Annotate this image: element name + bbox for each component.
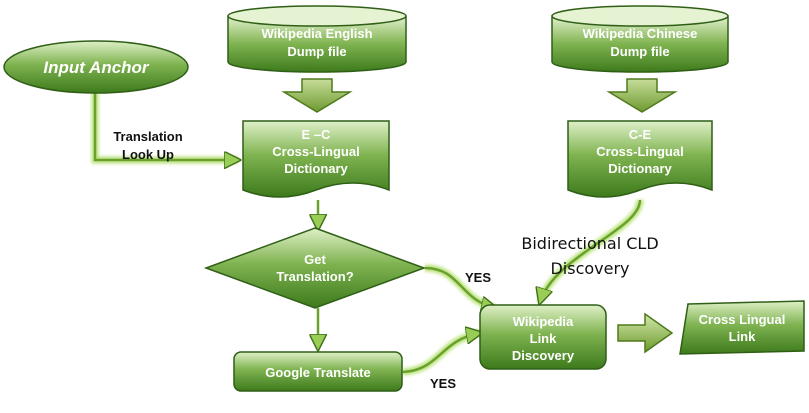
chinese-dump-label-line2: Dump file xyxy=(610,44,669,59)
block-arrow-to-cross-lingual-link xyxy=(617,312,674,354)
chinese-dump-label-line1: Wikipedia Chinese xyxy=(583,26,698,41)
connector-ce-dictionary-to-link-discovery xyxy=(540,199,644,302)
link-discovery-label-line3: Discovery xyxy=(512,348,575,363)
ec-dictionary-label-line1: E –C xyxy=(302,127,332,142)
ce-dictionary-label-line3: Dictionary xyxy=(608,161,672,176)
get-translation-label-line2: Translation? xyxy=(276,269,353,284)
ec-dictionary-label-line3: Dictionary xyxy=(284,161,348,176)
translation-lookup-label-line2: Look Up xyxy=(122,147,174,162)
input-anchor-node: Input Anchor xyxy=(3,40,189,94)
get-translation-decision: Get Translation? xyxy=(203,227,427,309)
input-anchor-label: Input Anchor xyxy=(43,58,150,77)
ce-dictionary-label-line2: Cross-Lingual xyxy=(596,144,683,159)
cross-lingual-link-label-line2: Link xyxy=(729,329,756,344)
english-dump-label-line1: Wikipedia English xyxy=(261,26,372,41)
link-discovery-label-line1: Wikipedia xyxy=(513,314,574,329)
yes-label-google: YES xyxy=(430,376,456,391)
get-translation-label-line1: Get xyxy=(304,252,326,267)
block-arrow-en-dump-down xyxy=(281,78,353,113)
ec-dictionary-node: E –C Cross-Lingual Dictionary xyxy=(242,120,390,198)
ec-dictionary-label-line2: Cross-Lingual xyxy=(272,144,359,159)
english-dump-node: Wikipedia English Dump file xyxy=(227,5,407,73)
cross-lingual-link-label-line1: Cross Lingual xyxy=(699,312,786,327)
chinese-dump-node: Wikipedia Chinese Dump file xyxy=(551,5,729,73)
ce-dictionary-label-line1: C-E xyxy=(629,127,652,142)
bidirectional-label-line1: Bidirectional CLD xyxy=(521,234,658,253)
translation-lookup-label-line1: Translation xyxy=(113,129,182,144)
google-translate-label: Google Translate xyxy=(265,365,370,380)
google-translate-node: Google Translate xyxy=(233,351,403,392)
cross-lingual-link-node: Cross Lingual Link xyxy=(679,300,805,355)
link-discovery-label-line2: Link xyxy=(530,331,557,346)
english-dump-label-line2: Dump file xyxy=(287,44,346,59)
yes-label-decision: YES xyxy=(465,270,491,285)
connector-decision-yes-to-link-discovery xyxy=(424,264,495,308)
block-arrow-zh-dump-down xyxy=(606,78,678,113)
bidirectional-label-line2: Discovery xyxy=(550,259,629,278)
ce-dictionary-node: C-E Cross-Lingual Dictionary xyxy=(567,120,713,198)
connector-input-to-ec-dictionary xyxy=(91,92,238,160)
connector-google-yes-to-link-discovery xyxy=(402,333,480,376)
link-discovery-node: Wikipedia Link Discovery xyxy=(479,304,607,370)
